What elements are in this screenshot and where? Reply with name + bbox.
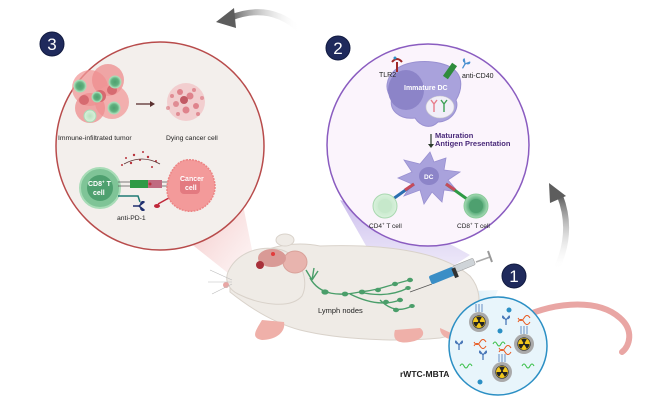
svg-text:3: 3	[47, 35, 56, 54]
dc-label: DC	[424, 174, 434, 181]
tcr-mhc-synapse	[118, 180, 170, 188]
irradiated-tumor-cell	[514, 326, 534, 354]
cd8-label-line2: cell	[93, 190, 105, 197]
svg-text:2: 2	[333, 39, 342, 58]
mouse-front-leg	[255, 320, 285, 340]
cd8-label-line1: CD8+ T	[88, 180, 112, 189]
step3-panel: Immune-infiltrated tumor Dying cancer ce…	[55, 41, 265, 251]
step2-panel: Immature DC TLR2 anti-CD40 Maturation An…	[326, 43, 530, 247]
mouse-hind-leg	[394, 328, 424, 343]
mouse	[208, 233, 633, 355]
immature-dc-label: Immature DC	[404, 85, 448, 92]
mouse-eye	[256, 261, 264, 269]
step1-panel	[448, 296, 548, 396]
pd1-receptor	[118, 195, 141, 203]
tlr2-receptor	[391, 58, 403, 72]
syringe	[409, 250, 493, 293]
maturation-label: Maturation	[435, 131, 474, 140]
dying-cancer-cell	[166, 83, 205, 121]
step2-badge: 2	[325, 35, 351, 61]
arrow-step1-to-step2	[549, 183, 570, 272]
cancer-label-line1: Cancer	[180, 176, 204, 183]
step1-badge: 1	[501, 263, 527, 289]
svg-text:1: 1	[509, 267, 518, 286]
dc-nucleus	[388, 70, 424, 110]
dc-nucleus	[419, 167, 439, 185]
irradiated-tumor-cell	[469, 304, 489, 332]
lymph-nodes-label: Lymph nodes	[318, 306, 363, 315]
anti-pd1-label: anti-PD-1	[117, 215, 146, 222]
cd40-receptor	[442, 62, 458, 80]
immune-tumor-label: Immune-infiltrated tumor	[58, 135, 132, 142]
cd4-tcr-mhc	[392, 182, 415, 201]
anti-cd40-label: anti-CD40	[462, 73, 494, 80]
cd4-t-cell-label: CD4+ T cell	[369, 222, 402, 231]
rwtc-mbta-label: rWTC-MBTA	[400, 369, 449, 379]
immune-infiltrated-tumor	[72, 64, 129, 123]
mouse-ear	[282, 250, 308, 274]
antigen-presentation-label: Antigen Presentation	[435, 139, 511, 148]
tlr2-label: TLR2	[379, 72, 396, 79]
cpg-icon	[459, 341, 535, 369]
dying-cell-label: Dying cancer cell	[166, 135, 218, 142]
step3-badge: 3	[39, 31, 65, 57]
cd8-t-cell-label: CD8+ T cell	[457, 222, 490, 231]
cancer-label-line2: cell	[185, 185, 197, 192]
endosome	[425, 95, 455, 119]
cytotoxic-granules	[121, 151, 157, 168]
mouse-brain	[258, 249, 286, 267]
arrow-step2-to-step3	[216, 8, 303, 33]
irradiated-tumor-cell	[492, 354, 512, 382]
mouse-tail	[517, 301, 633, 355]
dna-icon	[473, 315, 531, 355]
lymph-nodes	[305, 267, 415, 313]
cd8-tcr-mhc	[445, 182, 468, 201]
